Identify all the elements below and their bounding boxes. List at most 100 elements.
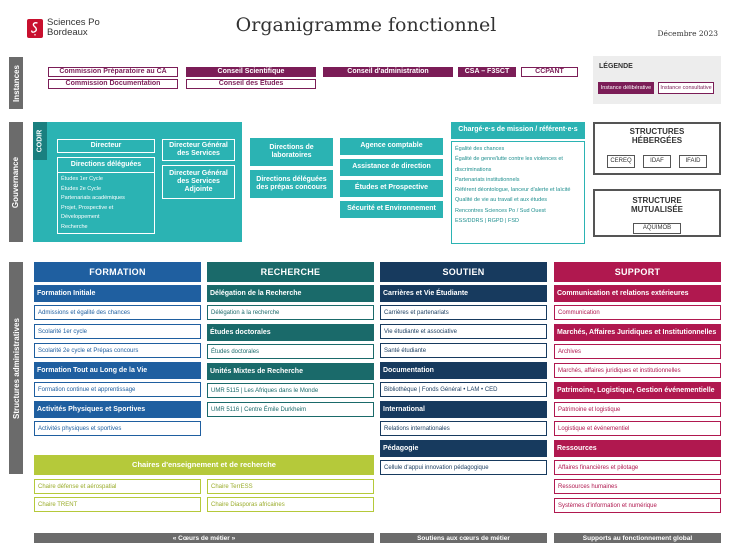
list-item: Bibliothèque | Fonds Général • LAM • CED [380,382,547,397]
page-date: Décembre 2023 [657,29,719,38]
list-item: discriminations [455,166,492,173]
dgs-box: Directeur Général des Services [162,139,235,161]
hebergees-title: STRUCTURES HÉBERGÉES [629,127,685,146]
list-item: Projet, Prospective et Développement [61,204,114,221]
list-item: Affaires financières et pilotage [554,460,721,475]
list-item: Activités physiques et sportives [34,421,201,436]
section-row: Délégation de la Recherche [207,285,374,302]
section-row: Patrimoine, Logistique, Gestion événemen… [554,382,721,399]
mutualisee-aquimob: AQUIMOB [633,223,681,234]
list-item: Qualité de vie au travail et aux études [455,197,548,204]
list-item: Patrimoine et logistique [554,402,721,417]
section-structures: Structures administratives [9,262,23,474]
list-item: ESS/DDRS | RGPD | FSD [455,218,519,225]
logo [27,19,43,38]
list-item: UMR 5116 | Centre Émile Durkheim [207,402,374,417]
list-item: Scolarité 1er cycle [34,324,201,339]
section-row: Formation Tout au Long de la Vie [34,362,201,379]
footer-soutiens: Soutiens aux cœurs de métier [380,533,547,543]
section-row: Formation Initiale [34,285,201,302]
section-row: Documentation [380,362,547,379]
directions-deleguees-title: Directions déléguées [58,158,154,173]
conseil-administration: Conseil d'administration [323,67,453,77]
list-item: Relations internationales [380,421,547,436]
logo-mark-icon [31,22,38,36]
list-item: Scolarité 2e cycle et Prépas concours [34,343,201,358]
section-row: Carrières et Vie Étudiante [380,285,547,302]
logo-text: Sciences Po Bordeaux [47,18,100,38]
directions-prepas: Directions déléguées des prépas concours [250,170,333,198]
mutualisee-title: STRUCTURE MUTUALISÉE [631,196,683,215]
list-item: Formation continue et apprentissage [34,382,201,397]
directions-deleguees-list: Études 1er Cycle Études 2e Cycle Partena… [58,173,154,234]
section-instances: Instances [9,57,23,109]
legend-title: LÉGENDE [599,63,633,70]
list-item: Marchés, affaires juridiques et institut… [554,363,721,378]
structures-hebergees: STRUCTURES HÉBERGÉES CEREQ IDAF IFAID [593,122,721,175]
chaire-defense: Chaire défense et aérospatial [34,479,201,494]
list-item: Santé étudiante [380,343,547,358]
list-item: Partenariats académiques [61,195,125,201]
footer-supports: Supports au fonctionnement global [554,533,721,543]
logo-line1: Sciences Po [47,17,100,28]
list-item: Études doctorales [207,344,374,359]
list-item: Référent déontologue, lanceur d'alerte e… [455,187,571,194]
csa-f3sct: CSA – F3SCT [458,67,516,77]
section-row: Marchés, Affaires Juridiques et Institut… [554,324,721,341]
list-item: Archives [554,344,721,359]
list-item: Communication [554,305,721,320]
chaires-title: Chaires d'enseignement et de recherche [34,455,374,475]
directeur-box: Directeur [57,139,155,153]
section-row: Études doctorales [207,324,374,341]
charges-mission-title: Chargé·e·s de mission / référent·e·s [451,122,585,139]
list-item: Égalité des chances [455,146,505,152]
legend: LÉGENDE Instance délibérative Instance c… [593,56,721,104]
assistance-direction: Assistance de direction [340,159,443,176]
list-item: Logistique et événementiel [554,421,721,436]
list-item: Vie étudiante et associative [380,324,547,339]
legend-consultative: Instance consultative [658,82,714,94]
conseil-scientifique: Conseil Scientifique [186,67,316,77]
chaire-terress: Chaire TerrESS [207,479,374,494]
logo-line2: Bordeaux [47,27,88,38]
section-gouvernance: Gouvernance [9,122,23,242]
commission-documentation: Commission Documentation [48,79,178,89]
section-row: Pédagogie [380,440,547,457]
list-item: Études 1er Cycle [61,176,103,182]
section-row: Activités Physiques et Sportives [34,401,201,418]
hosted-ifaid: IFAID [679,155,707,168]
conseil-etudes: Conseil des Études [186,79,316,89]
directions-laboratoires: Directions de laboratoires [250,138,333,166]
structure-mutualisee: STRUCTURE MUTUALISÉE AQUIMOB [593,189,721,237]
list-item: Cellule d'appui innovation pédagogique [380,460,547,475]
list-item: Études 2e Cycle [61,185,102,192]
col-recherche-header: RECHERCHE [207,262,374,282]
hosted-idaf: IDAF [643,155,671,168]
chaire-trent: Chaire TRENT [34,497,201,512]
chaire-diasporas: Chaire Diasporas africaines [207,497,374,512]
commission-ca: Commission Préparatoire au CA [48,67,178,77]
etudes-prospective: Études et Prospective [340,180,443,197]
section-row: Communication et relations extérieures [554,285,721,302]
section-row: Unités Mixtes de Recherche [207,363,374,380]
col-formation-header: FORMATION [34,262,201,282]
directions-deleguees-box: Directions déléguées Études 1er Cycle Ét… [57,157,155,234]
ccpant: CCPANT [521,67,578,77]
agence-comptable: Agence comptable [340,138,443,155]
col-support-header: SUPPORT [554,262,721,282]
list-item: Recherche [61,223,88,230]
legend-deliberative: Instance délibérative [598,82,654,94]
codir-label: CODIR [33,122,47,160]
list-item: Ressources humaines [554,479,721,494]
codir-panel [33,122,242,242]
section-row: International [380,401,547,418]
list-item: Systèmes d'information et numérique [554,498,721,513]
list-item: Égalité de genre/lutte contre les violen… [455,156,563,163]
list-item: Délégation à la recherche [207,305,374,320]
chaires-panel: Chaires d'enseignement et de recherche C… [34,455,374,529]
list-item: Partenariats institutionnels [455,176,520,183]
page-title: Organigramme fonctionnel [235,14,497,36]
list-item: Admissions et égalité des chances [34,305,201,320]
footer-coeurs: « Cœurs de métier » [34,533,374,543]
section-row: Ressources [554,440,721,457]
